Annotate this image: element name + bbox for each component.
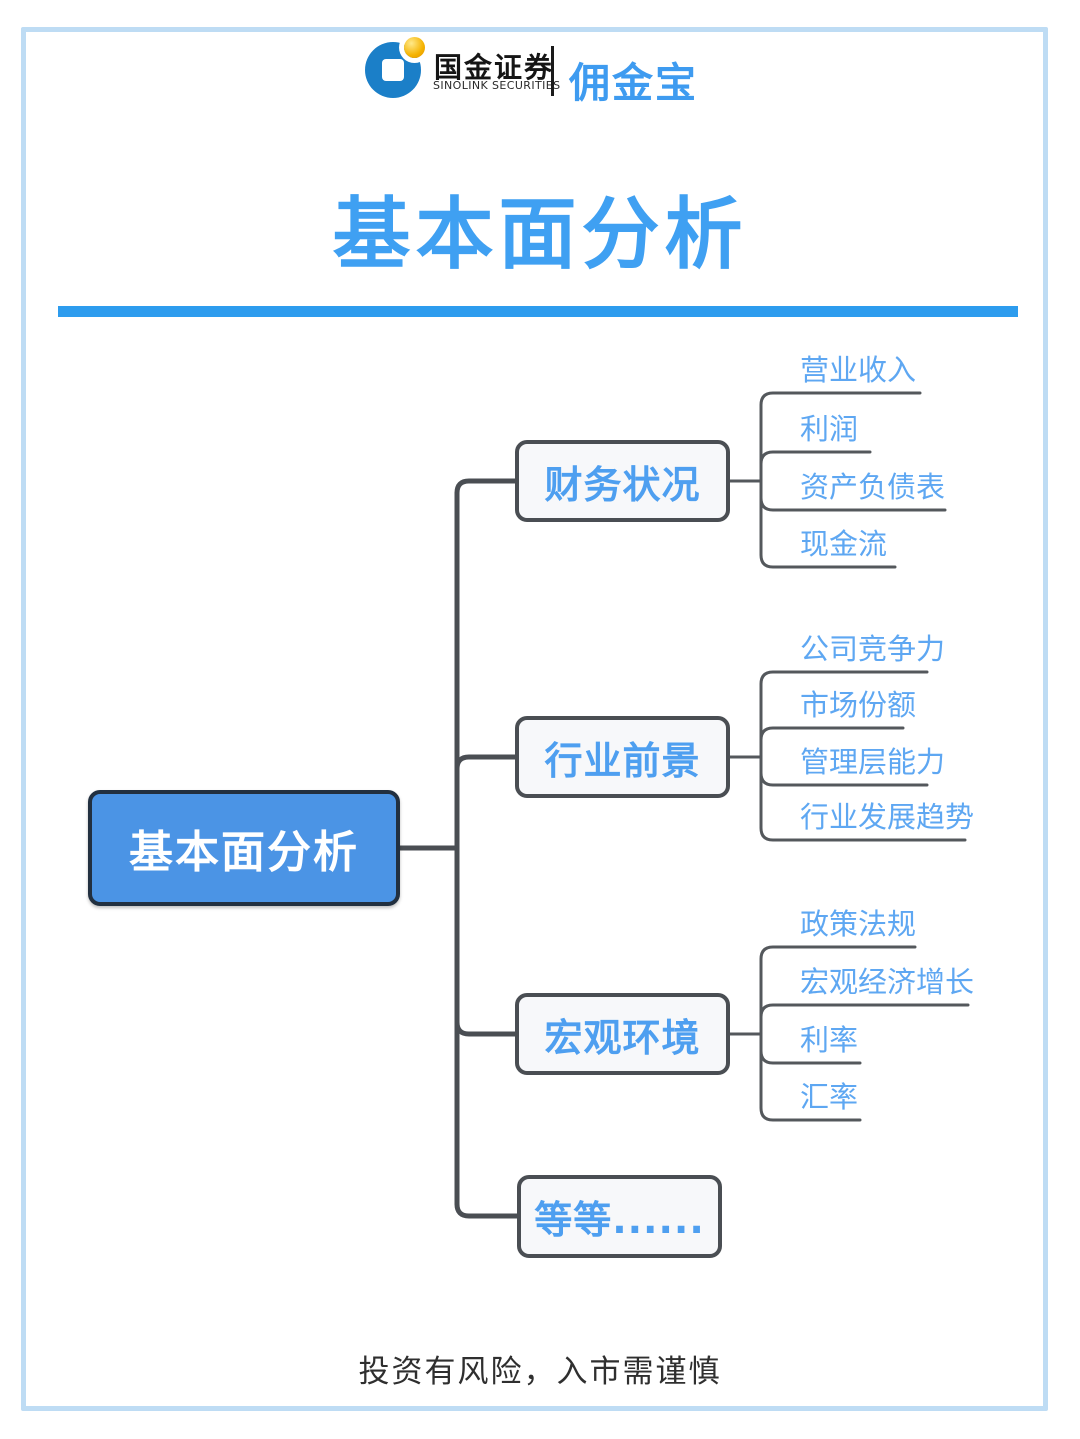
connector-b3-leaf-1 [759,945,917,1036]
connector-branch-3 [454,1019,518,1037]
connector-branch-1 [454,478,518,496]
connector-b2-leaf-1 [759,670,929,759]
leaf-label: 宏观经济增长 [800,965,975,999]
brand-name-en: SINOLINK SECURITIES [433,79,561,92]
page-title: 基本面分析 [332,190,748,280]
leaf-label: 资产负债表 [800,470,946,504]
connector-b2-leaf-2 [759,726,905,759]
connector-branch-2 [454,754,518,772]
connector-b1-leaf-1 [759,391,922,483]
branch-node-macro: 宏观环境 [515,993,730,1075]
brand-name-cn: 国金证券 [434,51,555,84]
connector-b3-leaf-2 [759,1003,970,1036]
product-name: 佣金宝 [569,59,698,107]
risk-disclaimer: 投资有风险，入市需谨慎 [358,1354,722,1390]
leaf-label: 政策法规 [800,907,917,941]
connector-branch-4 [454,1201,520,1219]
title-underline-rule [58,306,1018,317]
branch-node-financial: 财务状况 [515,440,730,522]
leaf-label: 管理层能力 [800,745,946,779]
logo-square-hole [382,59,404,81]
leaf-label: 利润 [800,412,859,446]
connector-b1-leaf-4 [759,479,897,569]
leaf-label: 营业收入 [800,353,917,387]
leaf-label: 行业发展趋势 [800,800,975,834]
leaf-label: 市场份额 [800,688,917,722]
sinolink-logo-icon [365,37,425,98]
branch-node-industry: 行业前景 [515,716,730,798]
leaf-label: 汇率 [800,1080,859,1114]
connector-b3-leaf-4 [759,1032,862,1122]
leaf-label: 现金流 [800,527,888,561]
leaf-label: 公司竞争力 [800,632,946,666]
connector-b1-leaf-2 [759,450,872,483]
leaf-label: 利率 [800,1023,859,1057]
connector-b2-leaf-4 [759,755,967,842]
mindmap-root-node: 基本面分析 [88,790,400,906]
logo-gold-ball [404,37,425,58]
brand-divider [551,46,554,96]
branch-node-etc: 等等...... [517,1175,722,1258]
